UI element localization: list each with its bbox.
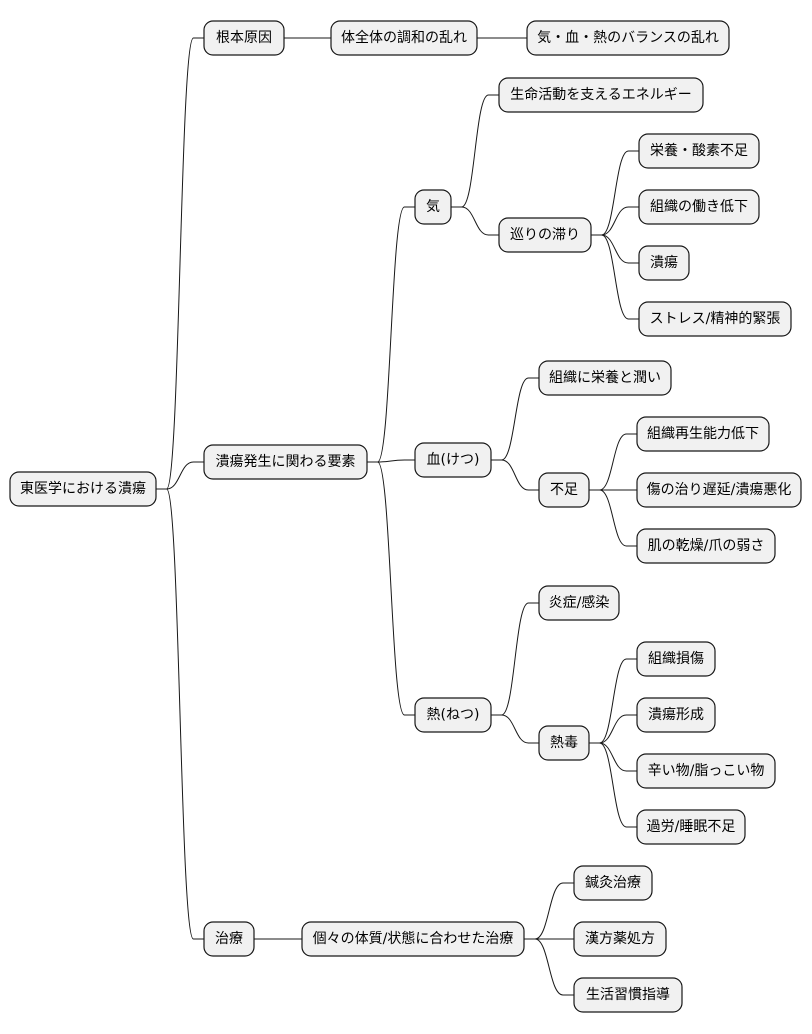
connector-root-to-root-cause — [156, 37, 204, 490]
node-regeneration-decline: 組織再生能力低下 — [636, 416, 770, 452]
node-ketsu-label: 血(けつ) — [427, 452, 480, 468]
node-treatment: 治療 — [203, 921, 255, 957]
node-acupuncture-label: 鍼灸治療 — [585, 874, 641, 891]
node-regeneration-decline-label: 組織再生能力低下 — [647, 426, 759, 442]
node-ulcer: 潰瘍 — [638, 245, 690, 281]
node-individualized-treatment: 個々の体質/状態に合わせた治療 — [301, 921, 525, 957]
connector-heat-toxin-to-tissue-damage — [589, 658, 637, 744]
node-ketsu: 血(けつ) — [414, 442, 492, 478]
node-ulcer-factors-label: 潰瘍発生に関わる要素 — [216, 453, 356, 470]
connector-netsu-to-heat-toxin — [491, 714, 539, 744]
node-ulcer-formation: 潰瘍形成 — [636, 697, 716, 733]
node-deficiency: 不足 — [538, 472, 590, 508]
node-overall-imbalance: 体全体の調和の乱れ — [330, 20, 478, 56]
connector-ulcer-factors-to-netsu — [367, 461, 415, 716]
node-netsu: 熱(ねつ) — [414, 697, 492, 733]
node-life-energy-label: 生命活動を支えるエネルギー — [510, 86, 692, 103]
node-individualized-treatment-label: 個々の体質/状態に合わせた治療 — [313, 930, 514, 947]
connector-netsu-to-inflammation-infection — [491, 602, 539, 716]
node-tissue-function-decline-label: 組織の働き低下 — [650, 199, 748, 215]
connector-heat-toxin-to-spicy-oily-food — [589, 742, 637, 772]
node-circulation-stagnation: 巡りの滞り — [498, 217, 592, 253]
node-lifestyle-guidance: 生活習慣指導 — [573, 977, 683, 1013]
connector-individualized-treatment-to-acupuncture — [524, 882, 574, 940]
node-kampo-prescription-label: 漢方薬処方 — [585, 931, 655, 947]
node-balance-disorder-label: 気・血・熱のバランスの乱れ — [537, 30, 719, 46]
connector-ki-to-circulation-stagnation — [451, 206, 499, 236]
node-overwork-sleep-deprivation-label: 過労/睡眠不足 — [647, 819, 736, 835]
node-acupuncture: 鍼灸治療 — [573, 865, 653, 901]
connector-circulation-stagnation-to-stress-tension — [591, 234, 639, 320]
node-spicy-oily-food-label: 辛い物/脂っこい物 — [648, 763, 765, 779]
node-treatment-label: 治療 — [215, 930, 243, 947]
connector-root-to-ulcer-factors — [156, 461, 204, 490]
node-root-label: 東医学における潰瘍 — [20, 480, 146, 497]
connector-circulation-stagnation-to-ulcer — [591, 234, 639, 264]
node-tissue-nourishment: 組織に栄養と潤い — [538, 360, 672, 396]
connector-ki-to-life-energy — [451, 94, 499, 208]
node-healing-delay-label: 傷の治り遅延/潰瘍悪化 — [647, 481, 792, 498]
node-overall-imbalance-label: 体全体の調和の乱れ — [341, 29, 467, 46]
connector-individualized-treatment-to-lifestyle-guidance — [524, 938, 574, 996]
node-root-cause: 根本原因 — [203, 20, 285, 56]
node-ulcer-factors: 潰瘍発生に関わる要素 — [203, 444, 368, 480]
node-ki: 気 — [414, 189, 452, 225]
node-root-cause-label: 根本原因 — [216, 30, 272, 46]
node-nutrition-oxygen-shortage: 栄養・酸素不足 — [638, 133, 760, 169]
node-tissue-damage-label: 組織損傷 — [648, 651, 704, 667]
node-dry-skin-weak-nails-label: 肌の乾燥/爪の弱さ — [648, 538, 765, 554]
node-ki-label: 気 — [426, 199, 440, 215]
connector-ulcer-factors-to-ki — [367, 206, 415, 463]
connector-ketsu-to-deficiency — [491, 459, 539, 491]
node-nutrition-oxygen-shortage-label: 栄養・酸素不足 — [650, 142, 748, 159]
node-stress-tension: ストレス/精神的緊張 — [638, 301, 792, 337]
connector-deficiency-to-regeneration-decline — [589, 433, 637, 491]
connector-lines — [156, 37, 639, 996]
connector-circulation-stagnation-to-tissue-function-decline — [591, 206, 639, 236]
node-inflammation-infection-label: 炎症/感染 — [549, 594, 610, 611]
node-deficiency-label: 不足 — [550, 482, 578, 498]
node-heat-toxin-label: 熱毒 — [550, 735, 578, 751]
node-tissue-nourishment-label: 組織に栄養と潤い — [549, 369, 661, 386]
connector-circulation-stagnation-to-nutrition-oxygen-shortage — [591, 150, 639, 236]
connector-heat-toxin-to-ulcer-formation — [589, 714, 637, 744]
connector-root-to-treatment — [156, 488, 204, 940]
node-dry-skin-weak-nails: 肌の乾燥/爪の弱さ — [636, 528, 776, 564]
connector-deficiency-to-dry-skin-weak-nails — [589, 489, 637, 547]
node-healing-delay: 傷の治り遅延/潰瘍悪化 — [636, 472, 802, 508]
connector-heat-toxin-to-overwork-sleep-deprivation — [589, 742, 637, 828]
connector-ketsu-to-tissue-nourishment — [491, 377, 539, 461]
node-overwork-sleep-deprivation: 過労/睡眠不足 — [636, 809, 746, 845]
node-kampo-prescription: 漢方薬処方 — [573, 921, 667, 957]
node-inflammation-infection: 炎症/感染 — [538, 585, 620, 621]
node-stress-tension-label: ストレス/精神的緊張 — [650, 311, 781, 327]
node-heat-toxin: 熱毒 — [538, 725, 590, 761]
node-life-energy: 生命活動を支えるエネルギー — [498, 77, 704, 113]
node-root: 東医学における潰瘍 — [9, 471, 157, 507]
node-balance-disorder: 気・血・熱のバランスの乱れ — [526, 20, 730, 56]
node-tissue-damage: 組織損傷 — [636, 641, 716, 677]
node-netsu-label: 熱(ねつ) — [427, 707, 480, 723]
node-ulcer-label: 潰瘍 — [650, 254, 678, 271]
node-lifestyle-guidance-label: 生活習慣指導 — [586, 986, 670, 1003]
node-tissue-function-decline: 組織の働き低下 — [638, 189, 760, 225]
node-spicy-oily-food: 辛い物/脂っこい物 — [636, 753, 776, 789]
node-ulcer-formation-label: 潰瘍形成 — [648, 706, 704, 723]
node-circulation-stagnation-label: 巡りの滞り — [510, 227, 580, 243]
